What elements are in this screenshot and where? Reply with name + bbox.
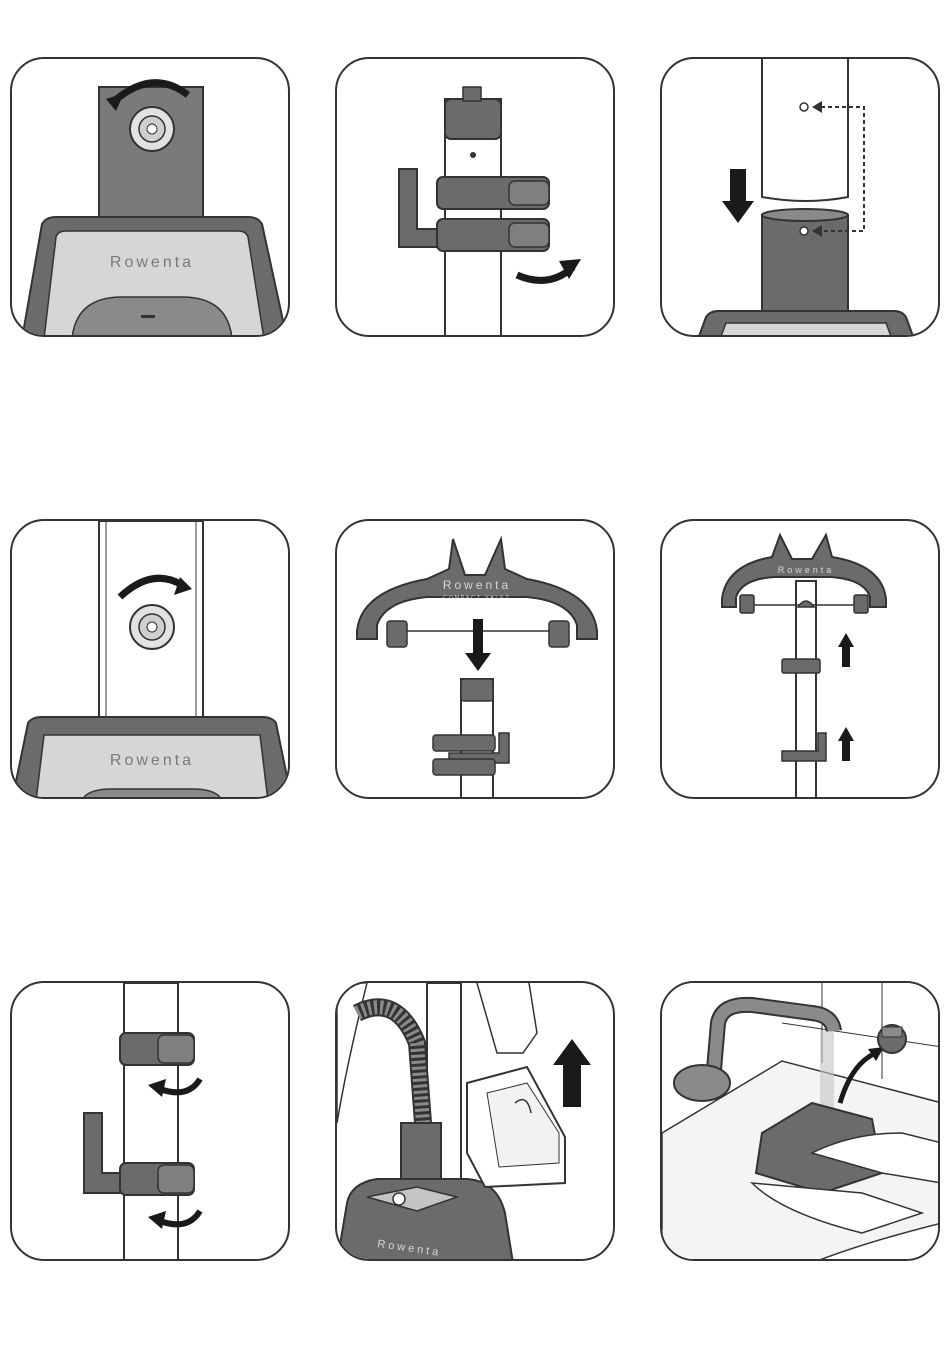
step-panel-7 — [10, 981, 290, 1261]
base-brand-logo: Rowenta — [110, 254, 194, 271]
step-panel-5: Rowenta COMPACT VALET — [335, 519, 615, 799]
hanger-brand-subline: COMPACT VALET — [443, 595, 510, 601]
up-arrow-icon — [842, 739, 850, 761]
remove-tank-illustration: Rowenta — [337, 983, 615, 1261]
pole-icon — [762, 59, 848, 201]
hanger-brand-logo: Rowenta — [778, 565, 835, 575]
step-panel-4: Rowenta — [10, 519, 290, 799]
down-arrow-icon — [473, 619, 483, 655]
step-panel-1: Rowenta — [10, 57, 290, 337]
up-arrow-icon — [842, 645, 850, 667]
unhook-clip-illustration — [337, 59, 615, 337]
tighten-knob-illustration: Rowenta — [12, 521, 290, 799]
base-brand-logo: Rowenta — [110, 752, 194, 769]
rotate-clips-illustration — [12, 983, 290, 1261]
step-panel-2 — [335, 57, 615, 337]
step-panel-3 — [660, 57, 940, 337]
unscrew-knob-illustration: Rowenta — [12, 59, 290, 337]
up-arrow-icon — [563, 1063, 581, 1107]
step-panel-8: Rowenta — [335, 981, 615, 1261]
down-arrow-icon — [730, 169, 746, 203]
step-panel-6: Rowenta — [660, 519, 940, 799]
slide-clips-illustration: Rowenta — [662, 521, 940, 799]
fill-tank-illustration — [662, 983, 940, 1261]
insert-pole-illustration — [662, 59, 940, 337]
hands-icon — [477, 983, 537, 1053]
attach-hanger-illustration: Rowenta COMPACT VALET — [337, 521, 615, 799]
hanger-brand-logo: Rowenta — [443, 578, 511, 592]
step-panel-9 — [660, 981, 940, 1261]
pole-icon — [796, 581, 816, 799]
